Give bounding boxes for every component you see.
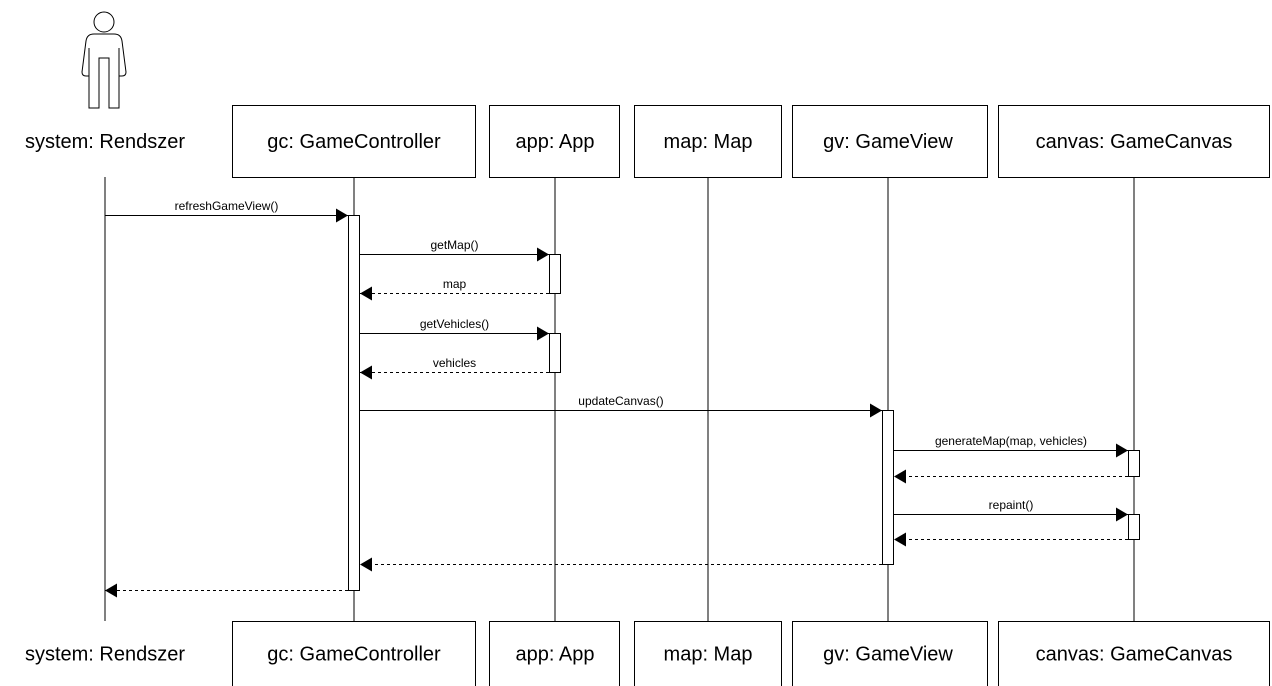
participant-box-map-top <box>634 105 782 178</box>
participant-box-canvas-top <box>998 105 1270 178</box>
message-label-8: repaint() <box>989 498 1034 512</box>
participant-label-canvas-top: canvas: GameCanvas <box>1036 131 1233 153</box>
participant-box-app-top <box>489 105 620 178</box>
participant-label-gv-bottom: gv: GameView <box>823 644 953 666</box>
participant-label-map-bottom: map: Map <box>664 644 753 666</box>
participant-box-map-bottom <box>634 621 782 686</box>
participant-label-gc-top: gc: GameController <box>267 131 441 153</box>
participant-label-gv-top: gv: GameView <box>823 131 953 153</box>
activation-bar-app-2 <box>549 333 561 373</box>
activation-bar-canvas-4 <box>1128 450 1140 477</box>
message-label-3: getVehicles() <box>420 317 489 331</box>
activation-bar-gc-0 <box>348 215 360 591</box>
participant-label-map-top: map: Map <box>664 131 753 153</box>
activation-bar-canvas-5 <box>1128 514 1140 540</box>
participant-box-gc-top <box>232 105 476 178</box>
participant-label-app-bottom: app: App <box>516 644 595 666</box>
participant-box-gv-bottom <box>792 621 988 686</box>
participant-box-gc-bottom <box>232 621 476 686</box>
activation-bar-gv-3 <box>882 410 894 565</box>
message-label-5: updateCanvas() <box>578 394 663 408</box>
message-label-1: getMap() <box>430 238 478 252</box>
actor-icon <box>81 11 127 109</box>
participant-label-app-top: app: App <box>516 131 595 153</box>
activation-bar-app-1 <box>549 254 561 294</box>
participant-label-system-top: system: Rendszer <box>25 131 185 153</box>
message-label-4: vehicles <box>433 356 476 370</box>
participant-label-canvas-bottom: canvas: GameCanvas <box>1036 644 1233 666</box>
participant-label-system-bottom: system: Rendszer <box>25 644 185 666</box>
participant-box-gv-top <box>792 105 988 178</box>
message-label-6: generateMap(map, vehicles) <box>935 434 1087 448</box>
message-label-2: map <box>443 277 467 291</box>
participant-box-canvas-bottom <box>998 621 1270 686</box>
participant-box-app-bottom <box>489 621 620 686</box>
participant-label-gc-bottom: gc: GameController <box>267 644 441 666</box>
message-label-0: refreshGameView() <box>175 199 279 213</box>
